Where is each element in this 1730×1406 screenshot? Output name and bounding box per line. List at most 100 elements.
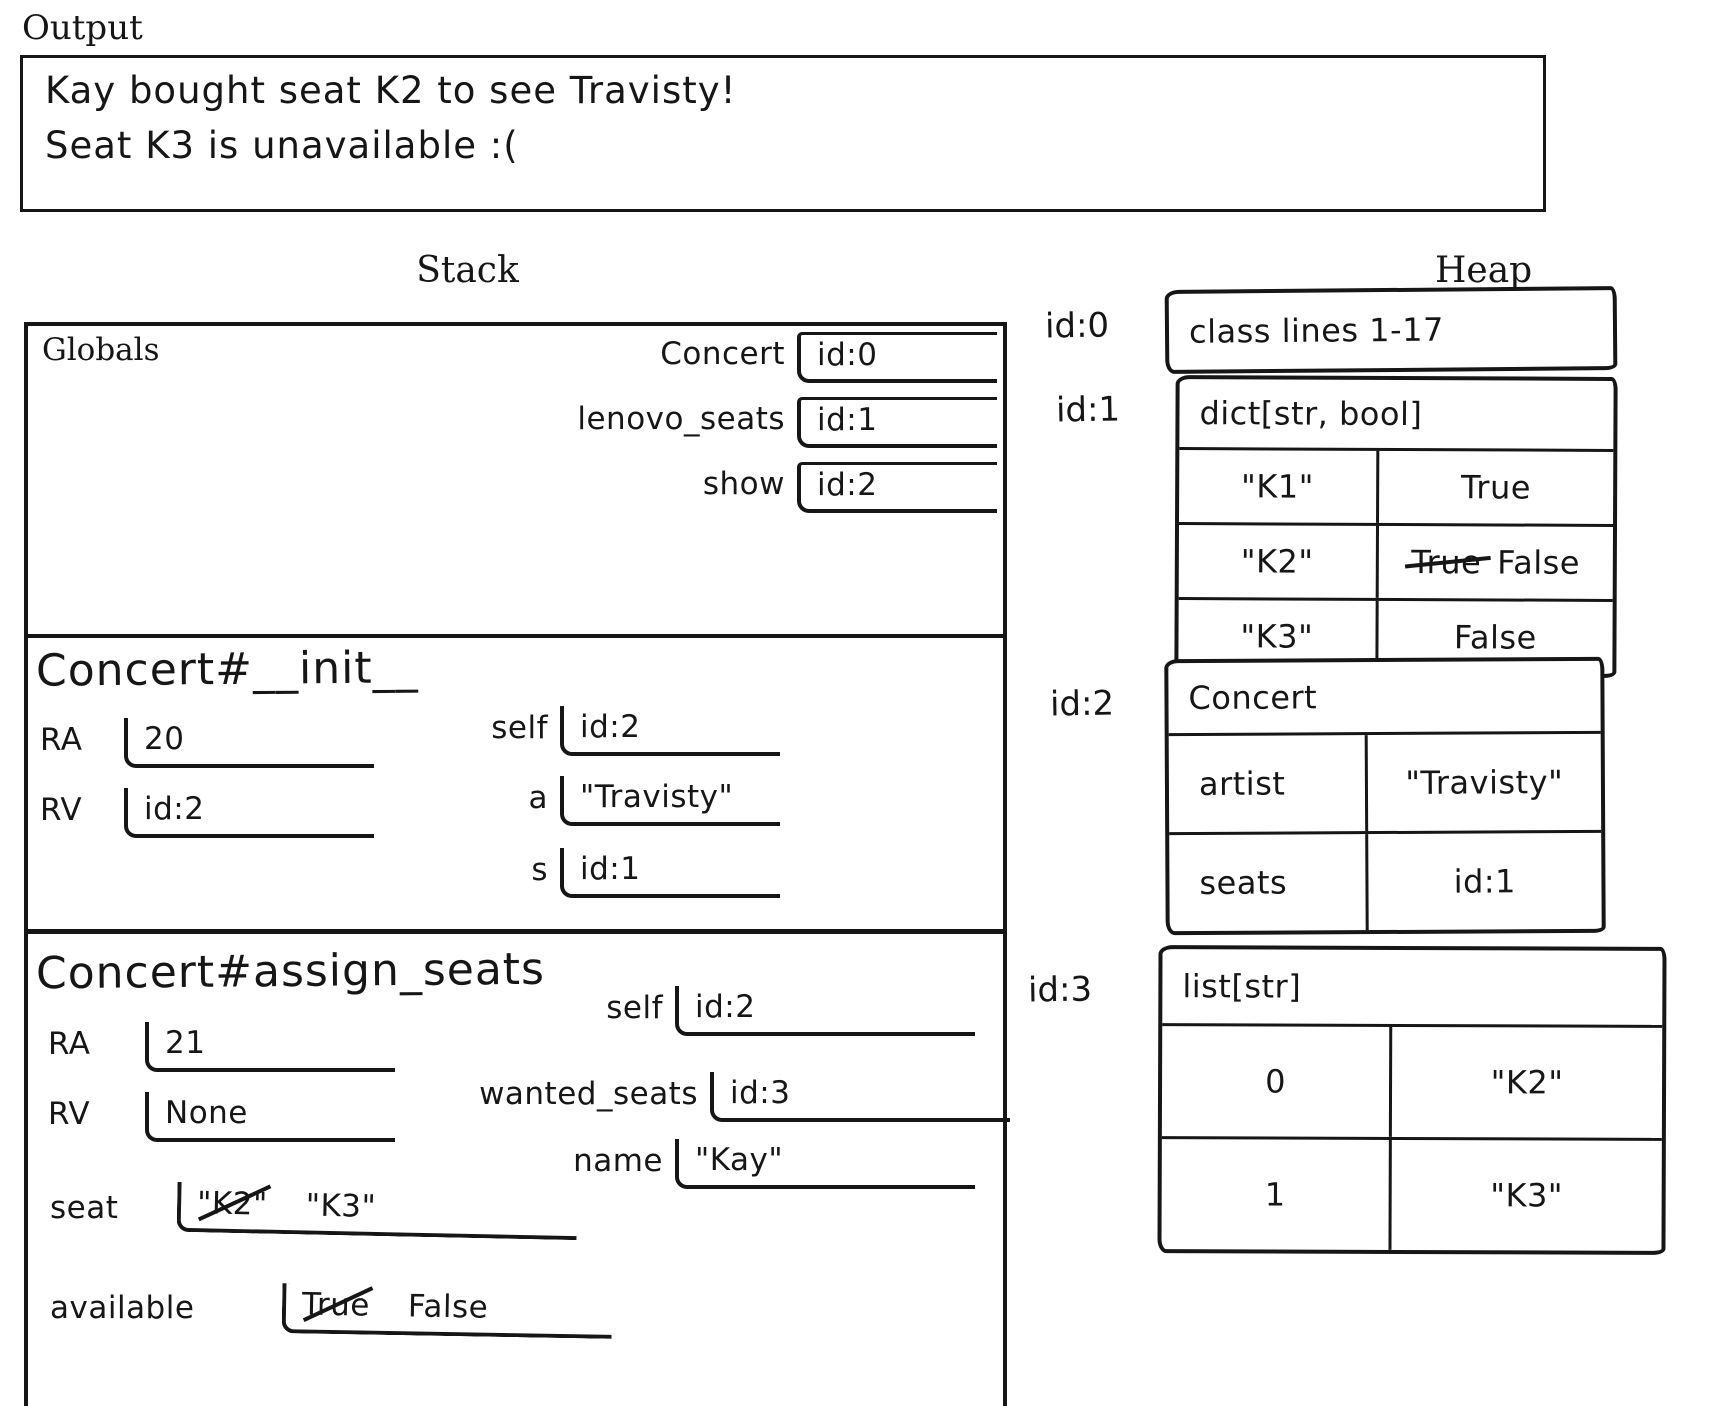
heap-object-class: class lines 1-17 (1164, 286, 1618, 374)
variable-value-box: True False (281, 1283, 613, 1339)
frame-title: Concert#__init__ (35, 642, 419, 697)
list-item-row: 0 "K2" (1161, 1023, 1663, 1138)
variable-value-box: id:2 (124, 788, 374, 838)
list-value: "K2" (1392, 1027, 1662, 1138)
dict-key: "K1" (1179, 450, 1379, 523)
dict-entry-row: "K2" True False (1178, 522, 1614, 599)
attribute-value: id:1 (1368, 833, 1602, 930)
stack-frame-init: Concert#__init__ RA 20 RV id:2 self id:2 (28, 634, 1003, 929)
variable-value-box: id:1 (797, 397, 997, 448)
variable-name: Concert (660, 336, 785, 372)
variable-row: seat "K2" "K3" (50, 1181, 578, 1241)
variable-row: wanted_seats id:3 (363, 1072, 1010, 1122)
heap-object-header: list[str] (1182, 967, 1302, 1006)
variable-name: name (573, 1143, 663, 1179)
variable-value: 20 (144, 721, 185, 757)
variable-value: 21 (165, 1025, 206, 1061)
variable-value-box: id:2 (797, 462, 997, 513)
variable-row: available True False (50, 1283, 613, 1339)
list-index: 1 (1161, 1139, 1392, 1250)
value: "K3" (1490, 1176, 1564, 1215)
value: False (1497, 543, 1581, 582)
variable-value-box: "K2" "K3" (176, 1181, 578, 1241)
variable-name: RA (40, 722, 83, 758)
crossed-out-value: "K2" (196, 1185, 269, 1223)
variable-value-box: id:0 (797, 332, 997, 383)
variable-row: RA 20 (40, 718, 374, 768)
heap-id-label: id:1 (1055, 389, 1121, 431)
variable-row: self id:2 (428, 706, 780, 756)
heap-object-list: list[str] 0 "K2" 1 "K3" (1157, 945, 1667, 1255)
variable-row: name "Kay" (510, 1139, 975, 1189)
variable-name: wanted_seats (479, 1076, 698, 1112)
variable-name: a (528, 780, 548, 816)
variable-name: self (606, 990, 663, 1026)
variable-value: id:2 (817, 467, 878, 503)
variable-value-box: 21 (145, 1022, 395, 1072)
variable-row: a "Travisty" (428, 776, 780, 826)
variable-value-box: id:1 (560, 848, 780, 898)
variable-value: id:0 (817, 337, 878, 373)
variable-value: id:2 (580, 709, 641, 745)
attribute-row: artist "Travisty" (1168, 730, 1602, 833)
variable-name: s (531, 852, 548, 888)
heap-object-header: class lines 1-17 (1188, 310, 1444, 351)
variable-value-box: "Travisty" (560, 776, 780, 826)
crossed-out-value: True (1411, 543, 1482, 582)
variable-value: None (165, 1095, 248, 1131)
variable-row: RV id:2 (40, 788, 374, 838)
list-index: 0 (1161, 1026, 1393, 1137)
variable-value: id:2 (144, 791, 205, 827)
value: True (1460, 468, 1532, 507)
attribute-value: "Travisty" (1367, 734, 1601, 831)
frame-title: Concert#assign_seats (35, 943, 546, 1000)
variable-name: RV (40, 792, 83, 828)
stack-frame-assign-seats: Concert#assign_seats self id:2 RA 21 wan… (28, 929, 1010, 1406)
variable-value: id:2 (695, 989, 756, 1025)
variable-value: id:3 (730, 1075, 791, 1111)
variable-value: "Kay" (695, 1142, 784, 1178)
globals-frame-title: Globals (42, 332, 160, 368)
dict-entry-row: "K1" True (1179, 447, 1614, 524)
dict-value: True (1379, 451, 1614, 524)
value: "K2" (1490, 1063, 1564, 1102)
variable-value: id:1 (580, 851, 641, 887)
variable-row: RA 21 (48, 1022, 395, 1072)
variable-name: lenovo_seats (577, 401, 785, 437)
variable-value-box: id:3 (710, 1072, 1010, 1122)
variable-value-box: id:2 (560, 706, 780, 756)
variable-row: s id:1 (428, 848, 780, 898)
variable-value: "Travisty" (580, 779, 734, 815)
variable-name: seat (50, 1190, 119, 1226)
variable-row: self id:2 (483, 986, 975, 1036)
variable-row: RV None (48, 1092, 395, 1142)
value: "Travisty" (1405, 763, 1564, 802)
heap-id-label: id:0 (1044, 305, 1110, 347)
variable-row: Concert id:0 (660, 332, 997, 383)
heap-object-dict: dict[str, bool] "K1" True "K2" True Fals… (1174, 375, 1618, 678)
list-value: "K3" (1391, 1140, 1661, 1251)
variable-name: self (491, 710, 548, 746)
variable-row: show id:2 (703, 462, 997, 513)
output-line-1: Kay bought seat K2 to see Travisty! (45, 69, 737, 112)
variable-value-box: None (145, 1092, 395, 1142)
variable-value: "K3" (305, 1187, 377, 1225)
variable-value: id:1 (817, 402, 878, 438)
value: False (1453, 618, 1537, 657)
variable-name: RA (48, 1026, 91, 1062)
heap-object-concert: Concert artist "Travisty" seats id:1 (1164, 656, 1606, 936)
variable-name: RV (48, 1096, 91, 1132)
heap-id-label: id:3 (1027, 969, 1093, 1011)
variable-value-box: "Kay" (675, 1139, 975, 1189)
value: id:1 (1453, 862, 1517, 901)
heap-id-label: id:2 (1049, 683, 1115, 725)
attribute-name: artist (1168, 735, 1368, 833)
variable-name: show (702, 466, 785, 502)
attribute-name: seats (1169, 834, 1369, 932)
heap-object-header: dict[str, bool] (1199, 394, 1423, 434)
list-item-row: 1 "K3" (1161, 1136, 1662, 1251)
stack-box: Globals Concert id:0 lenovo_seats id:1 s… (24, 322, 1010, 1406)
heap-title: Heap (1435, 250, 1533, 291)
dict-key: "K2" (1178, 525, 1379, 598)
